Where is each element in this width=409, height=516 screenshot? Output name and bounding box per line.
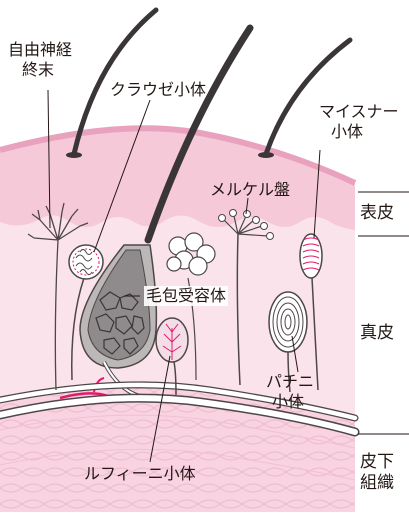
- layer-label-dermis: 真皮: [360, 323, 394, 344]
- layer-label-epidermis: 表皮: [360, 203, 394, 224]
- label-krause: クラウゼ小体: [110, 80, 206, 100]
- label-free-nerve-endings: 自由神経 終末: [8, 40, 72, 80]
- label-ruffini: ルフィーニ小体: [84, 464, 196, 484]
- label-hair-follicle-receptor: 毛包受容体: [144, 286, 228, 306]
- label-merkel: メルケル盤: [210, 180, 290, 200]
- epidermis-layer: [0, 128, 355, 230]
- layer-label-subcutis: 皮下 組織: [360, 452, 394, 494]
- label-pacini: パチニ 小体: [266, 372, 314, 412]
- label-meissner: マイスナー 小体: [319, 102, 399, 142]
